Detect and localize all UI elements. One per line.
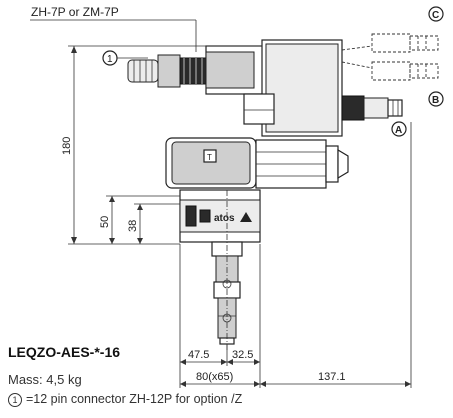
mass-label: Mass: 4,5 kg <box>8 372 82 387</box>
dim-47-5-label: 47.5 <box>188 349 209 361</box>
marker-1-label: 1 <box>107 54 113 65</box>
dimension-47-5-32-5 <box>180 359 260 365</box>
connector-a <box>341 95 403 121</box>
solenoid-body: T <box>165 137 349 189</box>
dimension-50 <box>106 195 180 244</box>
marker-b-circle <box>428 91 444 107</box>
dim-50-label: 50 <box>99 216 111 228</box>
dimension-38 <box>134 203 180 244</box>
note-marker: 1 <box>8 393 22 407</box>
dim-80-label: 80(x65) <box>196 371 233 383</box>
marker-a-label: A <box>395 125 402 136</box>
connector-leader <box>30 19 197 52</box>
connector-label: ZH-7P or ZM-7P <box>31 5 119 19</box>
marker-b-label: B <box>432 95 439 106</box>
valve-block <box>179 189 261 243</box>
marker-c-circle <box>428 6 444 22</box>
note-line: 1 =12 pin connector ZH-12P for option /Z <box>8 392 242 407</box>
driver-housing <box>205 39 343 137</box>
dim-137-1-label: 137.1 <box>318 371 346 383</box>
dim-32-5-label: 32.5 <box>232 349 253 361</box>
atos-logo-mark <box>240 212 252 222</box>
atos-logo: atos <box>214 213 235 224</box>
marker-a-circle <box>391 121 407 137</box>
connector-c-dashed <box>341 33 439 53</box>
marker-1-callout <box>102 50 148 66</box>
marker-c-label: C <box>432 10 439 21</box>
model-title: LEQZO-AES-*-16 <box>8 344 121 360</box>
dim-38-label: 38 <box>127 220 139 232</box>
dim-180-label: 180 <box>61 137 73 155</box>
dimension-80-137 <box>180 381 411 387</box>
svg-text:T: T <box>207 153 212 162</box>
connector-b-dashed <box>341 61 439 81</box>
note-text: =12 pin connector ZH-12P for option /Z <box>26 392 243 406</box>
cable-connector-left <box>127 54 207 88</box>
dimension-180 <box>68 45 262 245</box>
